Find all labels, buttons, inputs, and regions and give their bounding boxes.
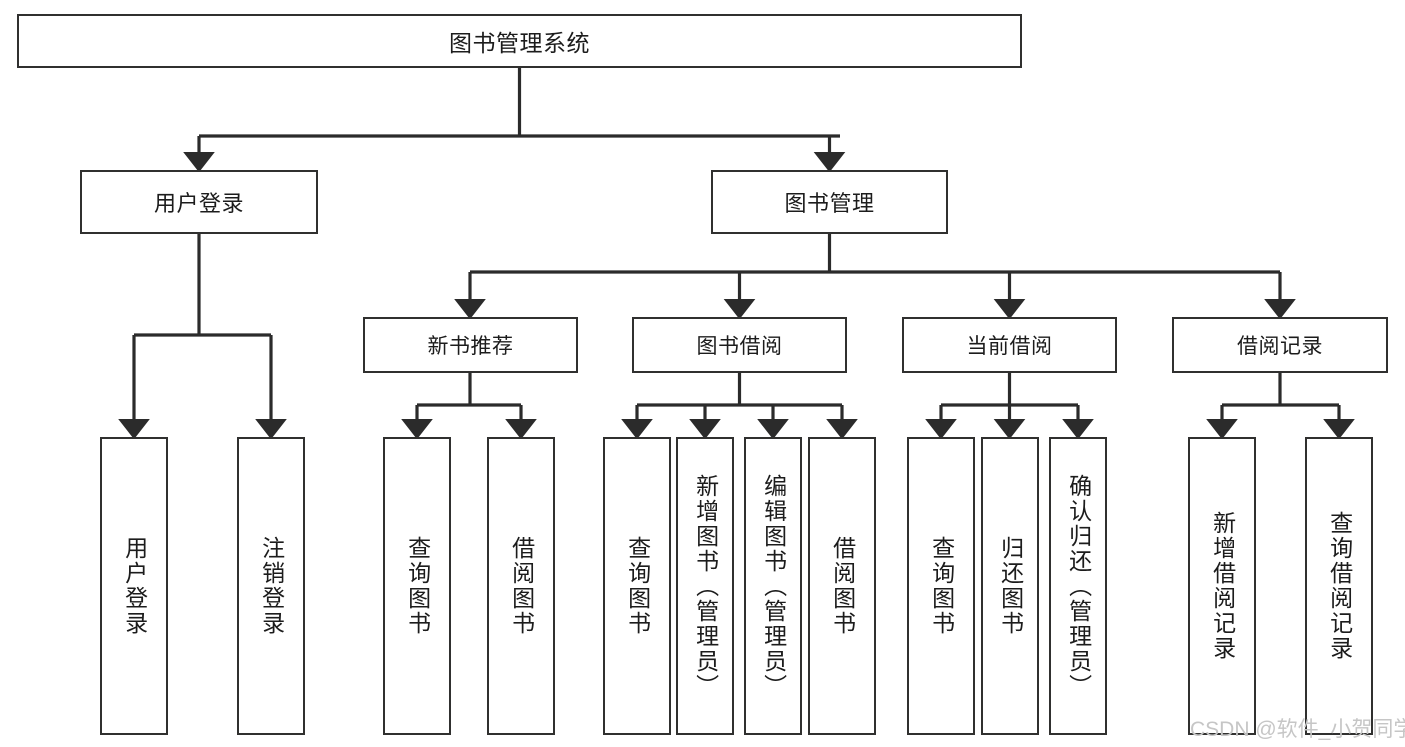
node-leaf-edit-book-admin-label: 编辑图书（管理员） (760, 473, 787, 699)
node-leaf-user-login[interactable]: 用户登录 (100, 437, 168, 735)
node-leaf-logout-label: 注销登录 (258, 536, 285, 636)
node-leaf-query-book-borrow[interactable]: 查询图书 (603, 437, 671, 735)
node-leaf-query-book-current[interactable]: 查询图书 (907, 437, 975, 735)
node-leaf-add-borrow-record-label: 新增借阅记录 (1209, 511, 1236, 661)
node-leaf-return-book[interactable]: 归还图书 (981, 437, 1039, 735)
node-book-borrow-label: 图书借阅 (696, 335, 783, 358)
node-leaf-query-book-recommend[interactable]: 查询图书 (383, 437, 451, 735)
node-leaf-add-book-admin[interactable]: 新增图书（管理员） (676, 437, 734, 735)
node-current-borrow-label: 当前借阅 (966, 335, 1053, 358)
node-leaf-borrow-book-recommend-label: 借阅图书 (508, 536, 535, 636)
node-leaf-query-borrow-record-label: 查询借阅记录 (1326, 511, 1353, 661)
node-leaf-borrow-book[interactable]: 借阅图书 (808, 437, 876, 735)
node-borrow-record[interactable]: 借阅记录 (1172, 317, 1388, 373)
node-root-library-system[interactable]: 图书管理系统 (17, 14, 1022, 68)
node-leaf-add-book-admin-label: 新增图书（管理员） (692, 473, 719, 699)
node-root-label: 图书管理系统 (449, 30, 590, 56)
node-leaf-borrow-book-recommend[interactable]: 借阅图书 (487, 437, 555, 735)
node-new-book-recommend[interactable]: 新书推荐 (363, 317, 578, 373)
node-new-book-recommend-label: 新书推荐 (427, 335, 514, 358)
node-leaf-return-book-label: 归还图书 (997, 536, 1024, 636)
node-current-borrow[interactable]: 当前借阅 (902, 317, 1117, 373)
node-leaf-query-book-current-label: 查询图书 (928, 536, 955, 636)
node-book-borrow[interactable]: 图书借阅 (632, 317, 847, 373)
node-leaf-logout[interactable]: 注销登录 (237, 437, 305, 735)
node-user-login-label: 用户登录 (153, 191, 244, 216)
node-borrow-record-label: 借阅记录 (1237, 335, 1323, 358)
node-leaf-edit-book-admin[interactable]: 编辑图书（管理员） (744, 437, 802, 735)
node-leaf-confirm-return-admin[interactable]: 确认归还（管理员） (1049, 437, 1107, 735)
node-leaf-query-book-recommend-label: 查询图书 (404, 536, 431, 636)
node-leaf-confirm-return-admin-label: 确认归还（管理员） (1065, 473, 1092, 699)
node-user-login[interactable]: 用户登录 (80, 170, 318, 234)
node-leaf-query-borrow-record[interactable]: 查询借阅记录 (1305, 437, 1373, 735)
node-leaf-add-borrow-record[interactable]: 新增借阅记录 (1188, 437, 1256, 735)
node-book-management-label: 图书管理 (784, 191, 875, 216)
node-leaf-borrow-book-label: 借阅图书 (829, 536, 856, 636)
csdn-watermark: CSDN @软件_小贺同学 (1190, 718, 1405, 741)
node-leaf-query-book-borrow-label: 查询图书 (624, 536, 651, 636)
node-book-management[interactable]: 图书管理 (711, 170, 948, 234)
node-leaf-user-login-label: 用户登录 (121, 536, 148, 636)
